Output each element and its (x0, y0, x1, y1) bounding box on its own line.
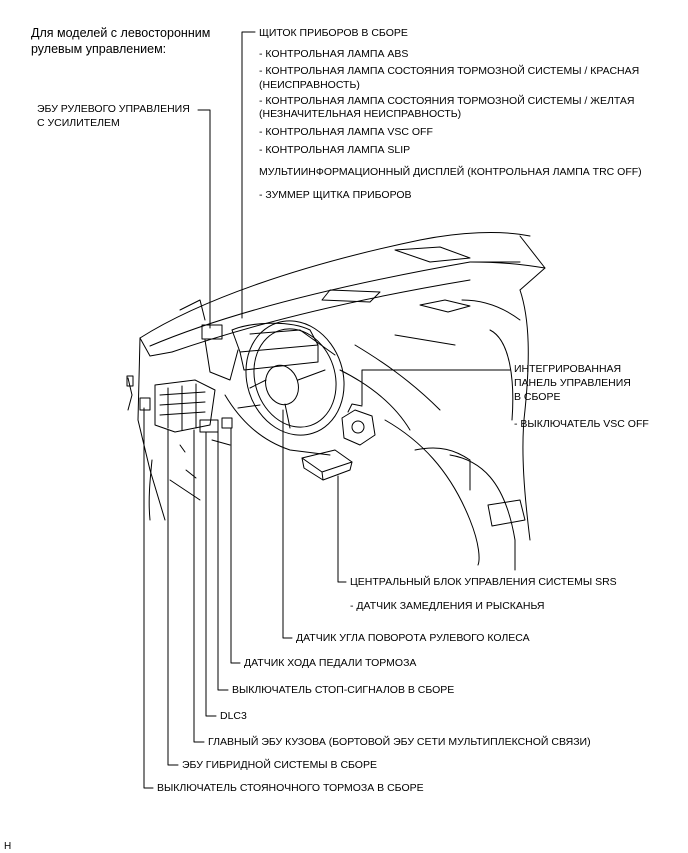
hybrid-ecu-label: ЭБУ ГИБРИДНОЙ СИСТЕМЫ В СБОРЕ (182, 759, 377, 771)
header-line-1: Для моделей с левосторонним (31, 26, 211, 40)
ecu-cluster (126, 375, 233, 453)
cluster-item-buzzer: - ЗУММЕР ЩИТКА ПРИБОРОВ (259, 189, 412, 201)
pedal-stroke-label: ДАТЧИК ХОДА ПЕДАЛИ ТОРМОЗА (244, 657, 417, 669)
cluster-item-brake-yellow: - КОНТРОЛЬНАЯ ЛАМПА СОСТОЯНИЯ ТОРМОЗНОЙ … (259, 95, 635, 107)
eps-ecu-label-2: С УСИЛИТЕЛЕМ (37, 117, 120, 129)
eps-ecu-label-1: ЭБУ РУЛЕВОГО УПРАВЛЕНИЯ (37, 103, 190, 115)
control-panel-part (341, 403, 376, 446)
control-panel-label-2: ПАНЕЛЬ УПРАВЛЕНИЯ (514, 377, 631, 389)
srs-ecu-part (301, 449, 353, 481)
steer-angle-label: ДАТЧИК УГЛА ПОВОРОТА РУЛЕВОГО КОЛЕСА (296, 632, 530, 644)
cluster-item-abs: - КОНТРОЛЬНАЯ ЛАМПА ABS (259, 48, 409, 60)
instrument-cluster (201, 322, 319, 381)
vsc-switch-label: - ВЫКЛЮЧАТЕЛЬ VSC OFF (514, 418, 649, 430)
yaw-sensor-label: - ДАТЧИК ЗАМЕДЛЕНИЯ И РЫСКАНЬЯ (350, 600, 545, 612)
body-ecu-label: ГЛАВНЫЙ ЭБУ КУЗОВА (БОРТОВОЙ ЭБУ СЕТИ МУ… (208, 736, 591, 748)
cluster-title: ЩИТОК ПРИБОРОВ В СБОРЕ (259, 27, 408, 39)
cluster-item-brake-yellow-note: (НЕЗНАЧИТЕЛЬНАЯ НЕИСПРАВНОСТЬ) (259, 108, 462, 120)
footer-mark: H (4, 841, 12, 852)
leader-lines (143, 31, 511, 789)
cluster-item-vsc-off: - КОНТРОЛЬНАЯ ЛАМПА VSC OFF (259, 126, 433, 138)
cluster-item-slip: - КОНТРОЛЬНАЯ ЛАМПА SLIP (259, 144, 411, 156)
control-panel-label-1: ИНТЕГРИРОВАННАЯ (514, 363, 622, 375)
dlc3-label: DLC3 (220, 710, 247, 722)
header-line-2: рулевым управлением: (31, 42, 167, 56)
srs-label: ЦЕНТРАЛЬНЫЙ БЛОК УПРАВЛЕНИЯ СИСТЕМЫ SRS (350, 576, 617, 588)
cluster-item-mid: МУЛЬТИИНФОРМАЦИОННЫЙ ДИСПЛЕЙ (КОНТРОЛЬНА… (259, 166, 642, 178)
parking-switch-label: ВЫКЛЮЧАТЕЛЬ СТОЯНОЧНОГО ТОРМОЗА В СБОРЕ (157, 782, 424, 794)
cluster-item-brake-red-note: (НЕИСПРАВНОСТЬ) (259, 79, 360, 91)
stop-switch-label: ВЫКЛЮЧАТЕЛЬ СТОП-СИГНАЛОВ В СБОРЕ (232, 684, 455, 696)
cluster-item-brake-red: - КОНТРОЛЬНАЯ ЛАМПА СОСТОЯНИЯ ТОРМОЗНОЙ … (259, 65, 640, 77)
